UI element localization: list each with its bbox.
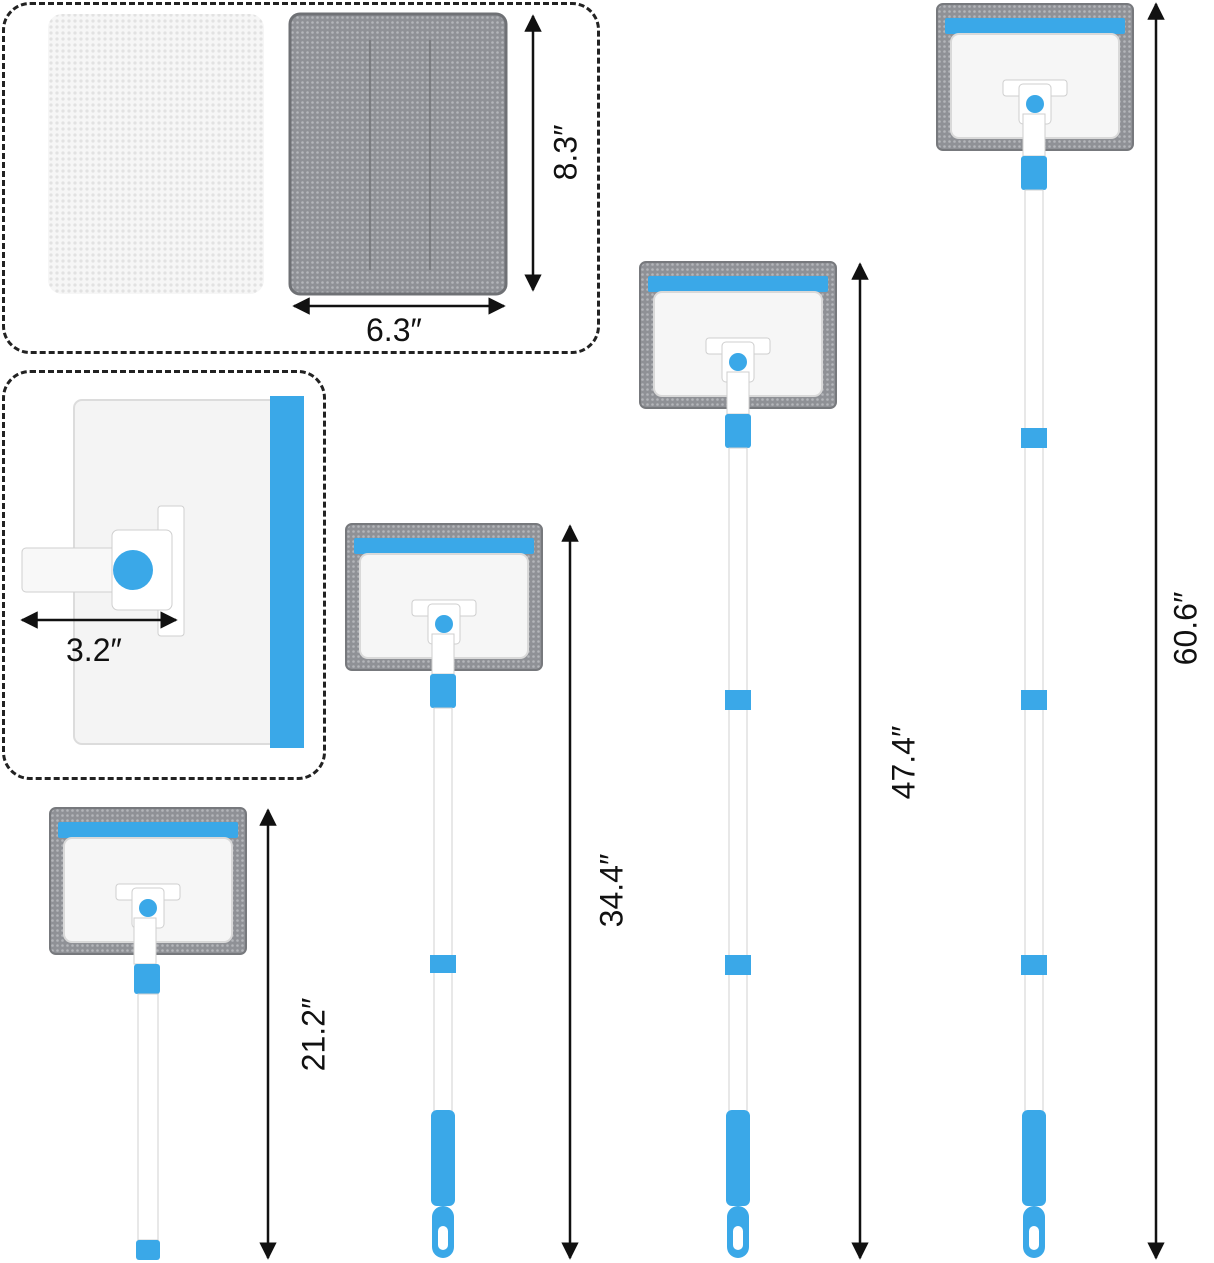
mop-shortest <box>49 807 247 1260</box>
squeegee-edge <box>270 396 304 748</box>
length-label-1: 21.2″ <box>295 997 332 1072</box>
pad-height-label: 8.3″ <box>547 124 584 181</box>
white-scrub-pad <box>48 14 264 294</box>
clip-button <box>113 550 153 590</box>
mop-short <box>345 523 543 1258</box>
length-label-4: 60.6″ <box>1167 591 1204 666</box>
clip-width-label: 3.2″ <box>66 632 122 668</box>
length-label-3: 47.4″ <box>885 725 922 800</box>
pad-detail-box <box>2 2 600 354</box>
gray-microfiber-pad <box>288 12 508 296</box>
mop-long <box>639 261 837 1258</box>
length-label-2: 34.4″ <box>593 853 630 928</box>
clip-detail-box <box>2 370 326 780</box>
pad-width-label: 6.3″ <box>366 312 422 348</box>
mop-longest <box>936 3 1134 1258</box>
